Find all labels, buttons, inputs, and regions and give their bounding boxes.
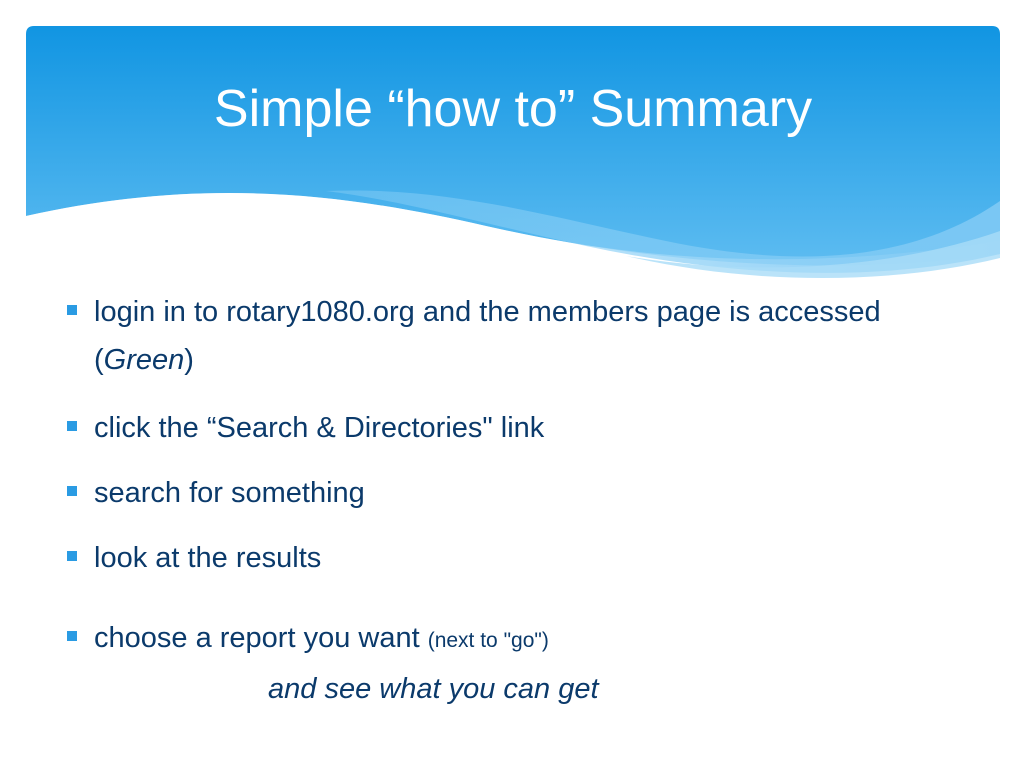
bullet-text: search for something: [94, 477, 365, 509]
square-bullet-icon: [67, 486, 77, 496]
square-bullet-icon: [67, 305, 77, 315]
list-item: login in to rotary1080.org and the membe…: [62, 288, 962, 384]
square-bullet-icon: [67, 421, 77, 431]
list-item: look at the results: [62, 534, 962, 582]
slide-title: Simple “how to” Summary: [213, 80, 813, 138]
square-bullet-icon: [67, 551, 77, 561]
bullet-text: look at the results: [94, 542, 322, 574]
header-wave-graphic: [26, 26, 1000, 279]
list-item: search for something: [62, 469, 962, 517]
header-band: [26, 26, 1000, 286]
bullet-list: login in to rotary1080.org and the membe…: [62, 288, 962, 713]
list-item: click the “Search & Directories" link: [62, 404, 962, 452]
bullet-text: choose a report you want: [94, 622, 428, 654]
bullet-continuation: and see what you can get: [268, 673, 599, 705]
bullet-text: click the “Search & Directories" link: [94, 412, 545, 444]
bullet-suffix: ): [184, 344, 194, 376]
square-bullet-icon: [67, 631, 77, 641]
bullet-text: login in to rotary1080.org and the membe…: [94, 296, 881, 376]
bullet-note: (next to "go"): [427, 629, 549, 652]
list-item: choose a report you want (next to "go") …: [62, 614, 962, 713]
bullet-emphasis: Green: [103, 344, 185, 376]
